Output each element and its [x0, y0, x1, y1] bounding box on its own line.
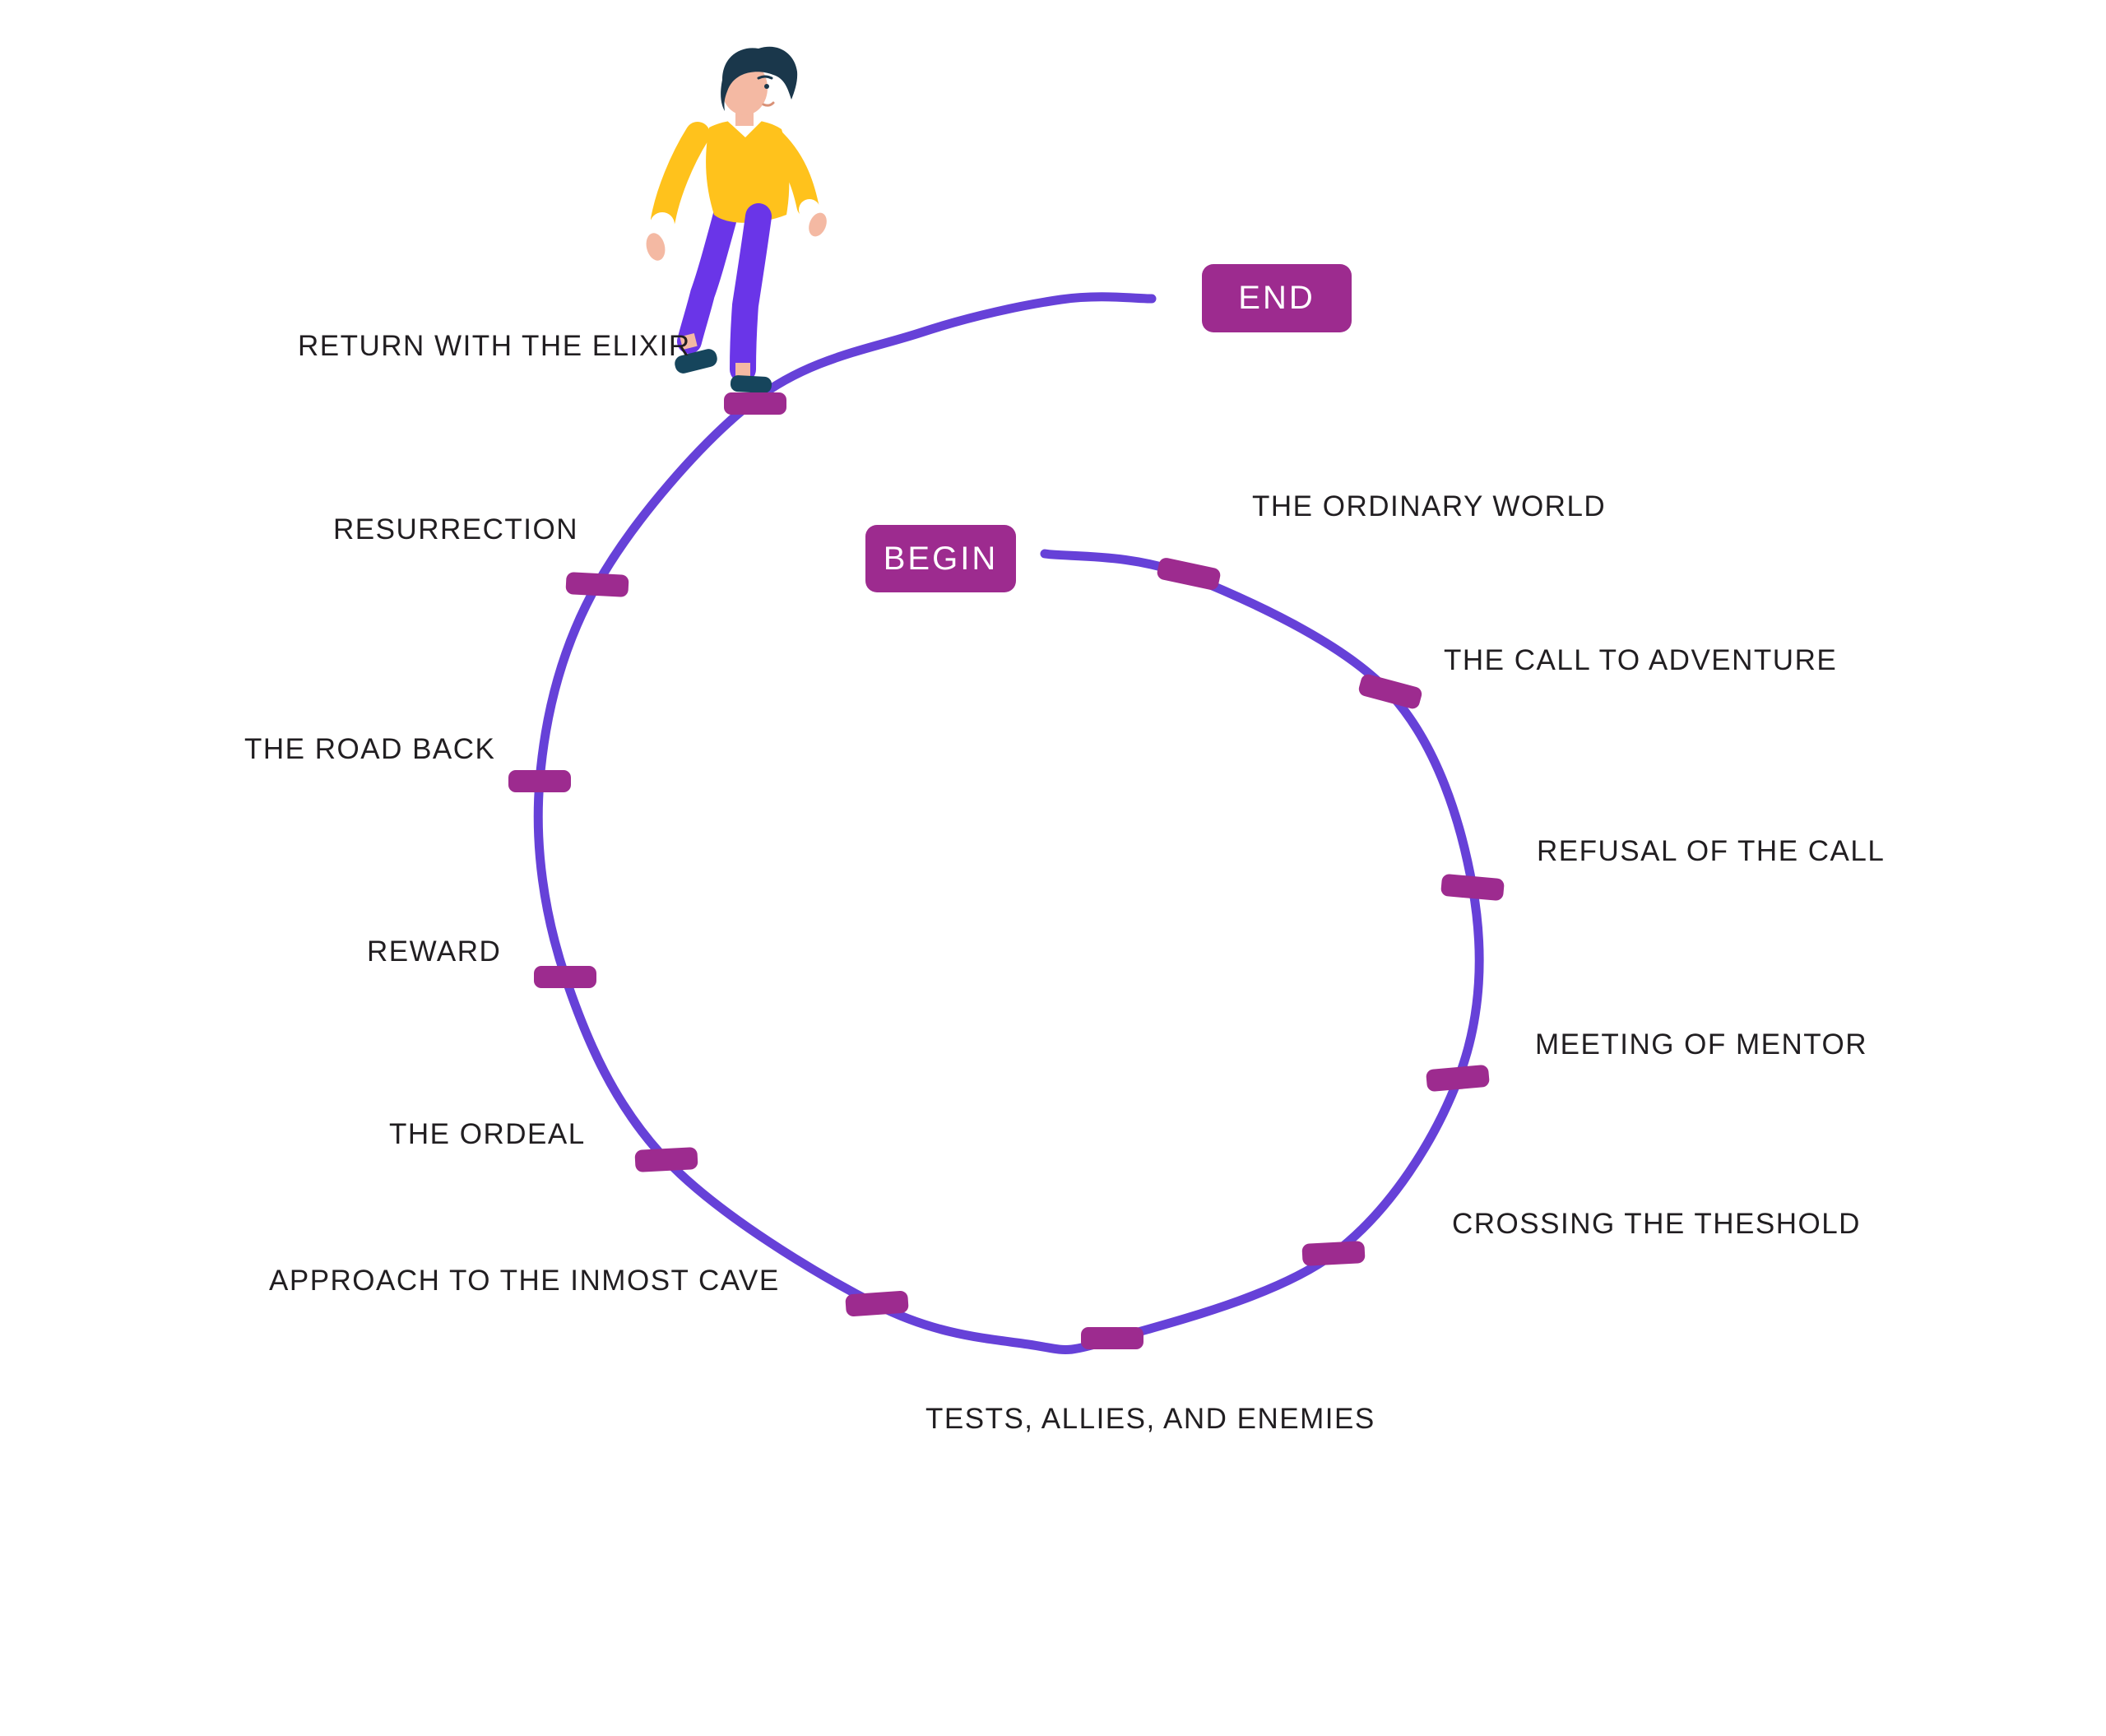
stage-label-5: CROSSING THE THESHOLD: [1452, 1208, 1861, 1240]
stage-label-1: THE ORDINARY WORLD: [1252, 490, 1607, 522]
front-leg: [730, 203, 772, 383]
stage-label-3: REFUSAL OF THE CALL: [1537, 835, 1886, 867]
journey-path: [533, 292, 1484, 1354]
front-hand: [809, 212, 827, 237]
stage-label-4: MEETING OF MENTOR: [1535, 1028, 1868, 1061]
stage-label-9: REWARD: [367, 935, 502, 968]
stage-tick: [845, 1289, 909, 1317]
begin-button[interactable]: BEGIN: [865, 525, 1016, 592]
back-arm: [651, 122, 710, 232]
front-ankle: [735, 363, 750, 376]
end-button[interactable]: END: [1202, 264, 1352, 332]
back-shoe: [675, 349, 717, 374]
front-shoe: [730, 375, 772, 393]
eyebrow: [757, 75, 773, 80]
stage-tick: [724, 392, 786, 415]
walking-man-illustration: [646, 46, 827, 393]
stage-tick: [1081, 1326, 1143, 1349]
hair: [721, 46, 798, 111]
back-cuff: [650, 212, 675, 237]
stage-tick: [534, 965, 596, 988]
stage-label-7: APPROACH TO THE INMOST CAVE: [269, 1265, 780, 1297]
mouth: [762, 101, 775, 107]
stage-label-8: THE ORDEAL: [389, 1118, 586, 1150]
stage-tick: [508, 769, 571, 792]
stage-tick: [634, 1146, 698, 1172]
back-leg: [677, 202, 738, 354]
stage-label-2: THE CALL TO ADVENTURE: [1444, 644, 1838, 676]
stage-label-10: THE ROAD BACK: [244, 733, 496, 765]
stage-tick: [565, 571, 629, 597]
stage-tick: [1301, 1240, 1366, 1266]
back-hand: [646, 233, 666, 261]
stage-label-6: TESTS, ALLIES, AND ENEMIES: [925, 1403, 1375, 1435]
back-ankle: [680, 333, 698, 350]
front-arm: [760, 126, 819, 218]
eye: [764, 84, 769, 89]
stage-label-11: RESURRECTION: [333, 513, 579, 545]
stage-label-12: RETURN WITH THE ELIXIR: [298, 330, 691, 362]
